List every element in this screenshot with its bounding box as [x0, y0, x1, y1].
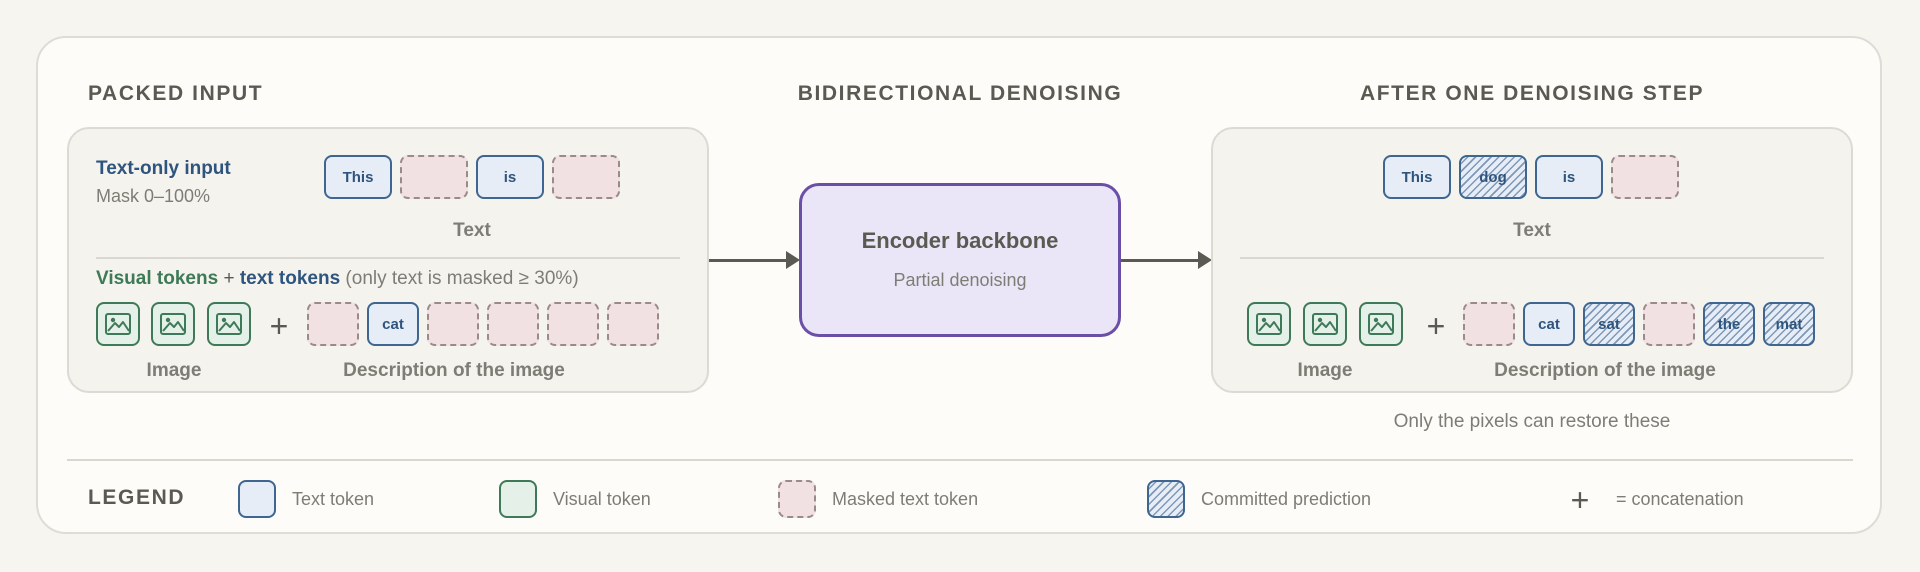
legend-masked-token-swatch [778, 480, 816, 518]
arrow-from-encoder-head [1198, 251, 1212, 269]
token-label: This [342, 168, 374, 186]
token-label: is [503, 168, 517, 186]
restore-footnote: Only the pixels can restore these [1393, 411, 1671, 432]
bidirectional-heading: BIDIRECTIONAL DENOISING [797, 82, 1123, 105]
token-label: This [1401, 168, 1433, 186]
encoder-title: Encoder backbone [861, 228, 1059, 253]
mask-range: Mask 0–100% [96, 186, 211, 206]
masked-token [487, 302, 539, 346]
legend-text-token-label: Text token [292, 489, 375, 509]
legend-committed-swatch [1147, 480, 1185, 518]
legend-committed-label: Committed prediction [1201, 489, 1372, 509]
token-label: sat [1598, 315, 1620, 333]
text-tokens-text: text tokens [239, 268, 341, 289]
left-desc-caption: Description of the image [343, 360, 565, 381]
after-step-heading: AFTER ONE DENOISING STEP [1359, 82, 1705, 105]
visual-token [1359, 302, 1403, 346]
after-step-panel [1211, 127, 1853, 393]
packed-input-heading: PACKED INPUT [88, 82, 264, 105]
visual-token [1247, 302, 1291, 346]
masked-token [307, 302, 359, 346]
committed-prediction-token: the [1703, 302, 1755, 346]
image-icon [1368, 313, 1394, 335]
legend-concat-label: = concatenation [1616, 489, 1744, 509]
text-token: is [1535, 155, 1603, 199]
plus-text: + [223, 268, 235, 289]
masked-token [1611, 155, 1679, 199]
right-desc-caption: Description of the image [1494, 360, 1716, 381]
left-divider [96, 257, 680, 259]
token-label: cat [382, 315, 404, 333]
image-icon [1256, 313, 1282, 335]
text-token: is [476, 155, 544, 199]
visual-token [151, 302, 195, 346]
arrow-from-encoder [1121, 259, 1200, 262]
encoder-subtitle: Partial denoising [893, 270, 1027, 290]
masked-token [547, 302, 599, 346]
legend-divider [67, 459, 1853, 461]
image-icon [105, 313, 131, 335]
token-label: dog [1479, 168, 1507, 186]
concat-plus: + [269, 308, 289, 344]
right-image-caption: Image [1297, 360, 1353, 381]
right-text-caption: Text [1513, 220, 1551, 241]
left-text-caption: Text [453, 220, 491, 241]
token-label: mat [1775, 315, 1803, 333]
right-divider [1240, 257, 1824, 259]
token-label: is [1562, 168, 1576, 186]
arrow-to-encoder [709, 259, 789, 262]
masked-token [400, 155, 468, 199]
arrow-to-encoder-head [786, 251, 800, 269]
legend-visual-token-swatch [499, 480, 537, 518]
encoder-backbone-box: Encoder backbone Partial denoising [799, 183, 1121, 337]
masked-token [607, 302, 659, 346]
masked-token [1463, 302, 1515, 346]
text-token: This [324, 155, 392, 199]
visual-token [96, 302, 140, 346]
image-icon [160, 313, 186, 335]
visual-token [1303, 302, 1347, 346]
masked-token [1643, 302, 1695, 346]
masked-token [427, 302, 479, 346]
legend-plus: + [1570, 482, 1590, 518]
text-token: cat [1523, 302, 1575, 346]
token-label: cat [1538, 315, 1560, 333]
legend-visual-token-label: Visual token [553, 489, 651, 509]
image-icon [216, 313, 242, 335]
legend-text-token-swatch [238, 480, 276, 518]
image-icon [1312, 313, 1338, 335]
visual-tokens-text: Visual tokens [96, 268, 219, 289]
committed-prediction-token: dog [1459, 155, 1527, 199]
masked-token [552, 155, 620, 199]
committed-prediction-token: sat [1583, 302, 1635, 346]
token-label: the [1717, 315, 1741, 333]
concat-plus: + [1426, 308, 1446, 344]
text-token: cat [367, 302, 419, 346]
left-image-caption: Image [146, 360, 202, 381]
legend-title: LEGEND [88, 486, 186, 509]
text-token: This [1383, 155, 1451, 199]
visual-text-label: Visual tokens + text tokens (only text i… [96, 268, 579, 290]
text-only-title: Text-only input [96, 158, 231, 179]
committed-prediction-token: mat [1763, 302, 1815, 346]
legend-masked-token-label: Masked text token [832, 489, 979, 509]
visual-token [207, 302, 251, 346]
mask-note: (only text is masked ≥ 30%) [345, 268, 579, 289]
